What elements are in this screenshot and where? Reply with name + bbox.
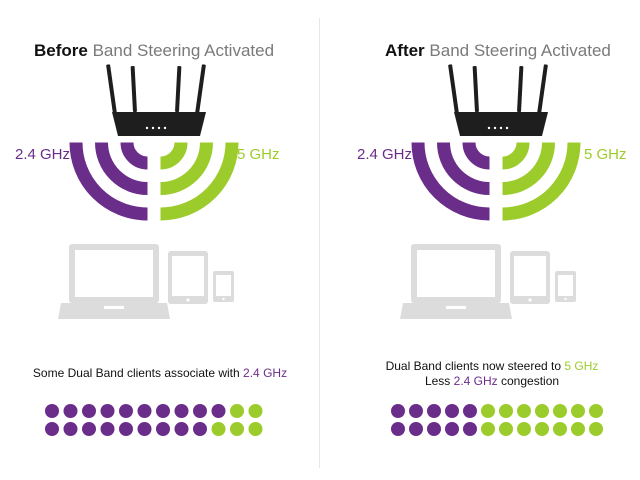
client-dot-24ghz <box>391 404 405 418</box>
client-dot-5ghz <box>535 404 549 418</box>
band-diagram <box>45 64 263 436</box>
panel-title: Before Band Steering Activated <box>34 41 274 61</box>
caption-highlight: 5 GHz <box>564 359 599 373</box>
client-dot-5ghz <box>517 404 531 418</box>
caption: Some Dual Band clients associate with 2.… <box>0 366 320 381</box>
client-dot-24ghz <box>211 404 226 418</box>
client-dot-24ghz <box>156 422 170 436</box>
client-dot-24ghz <box>409 422 423 436</box>
router-icon <box>448 64 548 136</box>
panel-title-bold: After <box>385 41 425 60</box>
tablet-icon <box>510 251 550 304</box>
client-dot-24ghz <box>63 404 78 418</box>
client-dot-24ghz <box>463 422 477 436</box>
client-dot-24ghz <box>119 404 133 418</box>
panel-title: After Band Steering Activated <box>385 41 611 61</box>
caption: Dual Band clients now steered to 5 GHz L… <box>332 359 640 389</box>
caption-text: congestion <box>501 374 560 388</box>
client-dot-5ghz <box>553 404 567 418</box>
band-5-arcs <box>501 141 581 221</box>
client-dot-24ghz <box>137 404 152 418</box>
client-dot-24ghz <box>463 404 477 418</box>
client-dot-5ghz <box>553 422 567 436</box>
client-dot-24ghz <box>63 422 78 436</box>
caption-text: Dual Band clients now steered to <box>385 359 562 373</box>
client-dot-24ghz <box>174 404 189 418</box>
panel-title-bold: Before <box>34 41 88 60</box>
caption-text: Some Dual Band clients associate with <box>32 366 240 380</box>
client-dot-5ghz <box>248 422 263 436</box>
client-dot-24ghz <box>445 404 459 418</box>
band-24-label: 2.4 GHz <box>357 146 413 163</box>
tablet-icon <box>168 251 208 304</box>
client-dot-5ghz <box>571 404 585 418</box>
laptop-icon <box>400 244 512 319</box>
panel-before: Before Band Steering Activated <box>0 41 320 436</box>
client-dot-24ghz <box>82 422 96 436</box>
panel-divider <box>319 18 320 468</box>
band-24-arcs <box>69 141 149 221</box>
client-dot-5ghz <box>571 422 585 436</box>
client-dot-24ghz <box>137 422 152 436</box>
client-dot-24ghz <box>100 422 115 436</box>
client-dot-5ghz <box>499 404 513 418</box>
client-dot-5ghz <box>481 404 495 418</box>
client-dot-24ghz <box>193 404 207 418</box>
band-24-label: 2.4 GHz <box>15 146 71 163</box>
panel-title-rest: Band Steering Activated <box>92 41 275 60</box>
client-dot-24ghz <box>174 422 189 436</box>
client-dot-24ghz <box>193 422 207 436</box>
client-dot-5ghz <box>535 422 549 436</box>
client-dot-24ghz <box>445 422 459 436</box>
laptop-icon <box>58 244 170 319</box>
caption-line-1: Dual Band clients now steered to 5 GHz <box>332 359 640 374</box>
band-diagram <box>391 64 603 436</box>
phone-icon <box>555 271 576 302</box>
client-dot-24ghz <box>45 404 59 418</box>
client-dot-5ghz <box>230 422 244 436</box>
client-dot-5ghz <box>248 404 263 418</box>
panel-after: After Band Steering Activated <box>320 0 640 480</box>
router-icon <box>106 64 206 136</box>
client-dot-5ghz <box>589 422 603 436</box>
client-dot-24ghz <box>119 422 133 436</box>
band-5-arcs <box>159 141 239 221</box>
client-dots <box>45 404 263 436</box>
client-dots <box>391 404 603 436</box>
client-dot-24ghz <box>100 404 115 418</box>
client-dot-24ghz <box>427 422 441 436</box>
client-dot-24ghz <box>156 404 170 418</box>
band-5-label: 5 GHz <box>237 146 280 163</box>
client-dot-5ghz <box>481 422 495 436</box>
band-5-label: 5 GHz <box>584 146 627 163</box>
caption-highlight: 2.4 GHz <box>453 374 498 388</box>
caption-line-2: Less 2.4 GHz congestion <box>332 374 640 389</box>
panel-title-rest: Band Steering Activated <box>429 41 611 60</box>
client-dot-24ghz <box>82 404 96 418</box>
caption-highlight: 2.4 GHz <box>243 366 288 380</box>
client-dot-5ghz <box>499 422 513 436</box>
client-dot-5ghz <box>517 422 531 436</box>
client-dot-24ghz <box>391 422 405 436</box>
client-dot-24ghz <box>409 404 423 418</box>
client-dot-24ghz <box>45 422 59 436</box>
caption-text: Less <box>424 374 451 388</box>
client-dot-24ghz <box>427 404 441 418</box>
client-dot-5ghz <box>589 404 603 418</box>
band-24-arcs <box>411 141 491 221</box>
client-dot-5ghz <box>230 404 244 418</box>
phone-icon <box>213 271 234 302</box>
client-dot-5ghz <box>211 422 226 436</box>
